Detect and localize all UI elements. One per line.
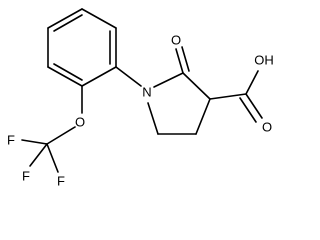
trifluoromethoxy-group bbox=[21, 85, 83, 173]
ketone-group bbox=[175, 46, 190, 74]
ring-bond bbox=[81, 66, 117, 87]
cf-bond bbox=[29, 143, 48, 167]
fluorine-label: F bbox=[22, 169, 30, 184]
hydroxyl-label: OH bbox=[254, 53, 274, 68]
nitrogen-label: N bbox=[142, 85, 151, 100]
carbonyl-bond bbox=[175, 48, 184, 74]
fluorine-label: F bbox=[7, 133, 15, 148]
chemical-structure: N O OH O O F F F bbox=[7, 8, 274, 188]
ring-double-bond bbox=[53, 14, 83, 32]
ring-bond bbox=[81, 8, 117, 29]
ring-bond bbox=[147, 102, 159, 135]
cf-bond bbox=[21, 139, 48, 145]
ring-bond bbox=[47, 66, 83, 87]
carbonyl-double-bond bbox=[181, 46, 190, 72]
ring-bond bbox=[182, 72, 211, 100]
ring-bond bbox=[153, 72, 184, 88]
acid-bond bbox=[209, 93, 247, 100]
acid-oh-bond bbox=[245, 70, 259, 95]
benzene-ring bbox=[47, 8, 117, 87]
ether-oxygen-label: O bbox=[75, 115, 85, 130]
fluorine-label: F bbox=[57, 174, 65, 188]
carboxylic-acid-group bbox=[209, 70, 263, 123]
cf-bond bbox=[46, 143, 59, 173]
pyrrolidinone-ring bbox=[115, 66, 211, 135]
acid-oxygen-label: O bbox=[262, 120, 272, 135]
acid-carbonyl-bond bbox=[245, 93, 263, 119]
ring-double-bond bbox=[53, 63, 83, 81]
ether-bond bbox=[46, 126, 76, 145]
ring-bond bbox=[195, 98, 211, 135]
acid-carbonyl-double-bond bbox=[239, 97, 257, 123]
ring-bond bbox=[115, 66, 142, 87]
ketone-oxygen-label: O bbox=[171, 33, 181, 48]
ring-bond bbox=[47, 8, 83, 29]
